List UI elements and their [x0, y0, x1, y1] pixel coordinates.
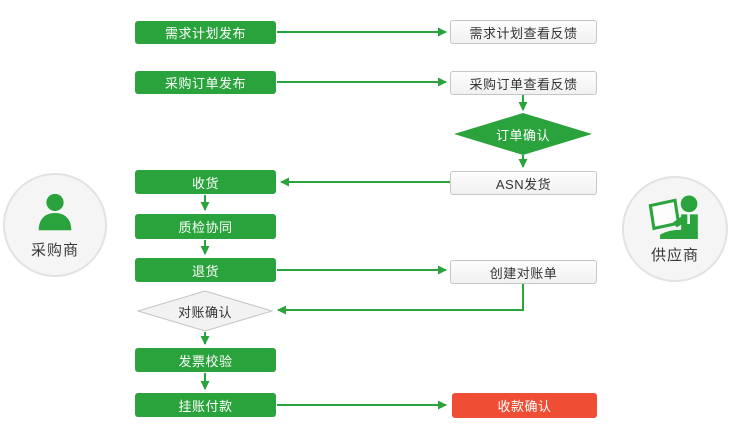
- node-payment-receipt-confirm: 收款确认: [452, 393, 597, 418]
- node-label: 收货: [191, 175, 219, 191]
- person-laptop-icon: [646, 193, 704, 241]
- node-invoice-verification: 发票校验: [135, 348, 276, 372]
- decision-reconciliation-confirm: 对账确认: [137, 290, 273, 332]
- node-asn-shipping: ASN发货: [450, 171, 597, 195]
- node-label: 质检协同: [178, 220, 233, 235]
- node-label: 退货: [191, 263, 219, 279]
- node-quality-collaboration: 质检协同: [135, 214, 276, 239]
- node-demand-plan-publish: 需求计划发布: [135, 21, 276, 44]
- node-po-publish: 采购订单发布: [135, 71, 276, 94]
- node-create-statement: 创建对账单: [450, 260, 597, 284]
- diamond-shape: [454, 113, 592, 155]
- node-demand-plan-view-feedback: 需求计划查看反馈: [450, 20, 597, 44]
- actor-supplier: 供应商: [622, 176, 728, 282]
- diamond-shape: [137, 290, 273, 332]
- node-label: 收款确认: [497, 399, 552, 414]
- actor-buyer: 采购商: [3, 173, 107, 277]
- node-label: 发票校验: [178, 353, 233, 369]
- person-icon: [32, 190, 78, 236]
- node-label: 采购订单查看反馈: [469, 76, 578, 92]
- node-label: 采购订单发布: [164, 76, 246, 91]
- node-label: 需求计划查看反馈: [469, 25, 578, 41]
- node-label: 挂账付款: [178, 398, 233, 414]
- node-booked-payment: 挂账付款: [135, 393, 276, 417]
- node-goods-return: 退货: [135, 258, 276, 282]
- actor-supplier-label: 供应商: [650, 247, 699, 264]
- node-label: 对账确认: [177, 304, 232, 320]
- node-label: 订单确认: [495, 127, 550, 143]
- node-label: 创建对账单: [489, 265, 558, 281]
- node-po-view-feedback: 采购订单查看反馈: [450, 71, 597, 95]
- arrow-statement-to-recon: [277, 284, 524, 315]
- actor-buyer-label: 采购商: [30, 242, 79, 259]
- node-label: ASN发货: [495, 176, 552, 192]
- node-label: 需求计划发布: [164, 26, 246, 41]
- node-goods-receipt: 收货: [135, 170, 276, 194]
- decision-order-confirm: 订单确认: [454, 113, 592, 155]
